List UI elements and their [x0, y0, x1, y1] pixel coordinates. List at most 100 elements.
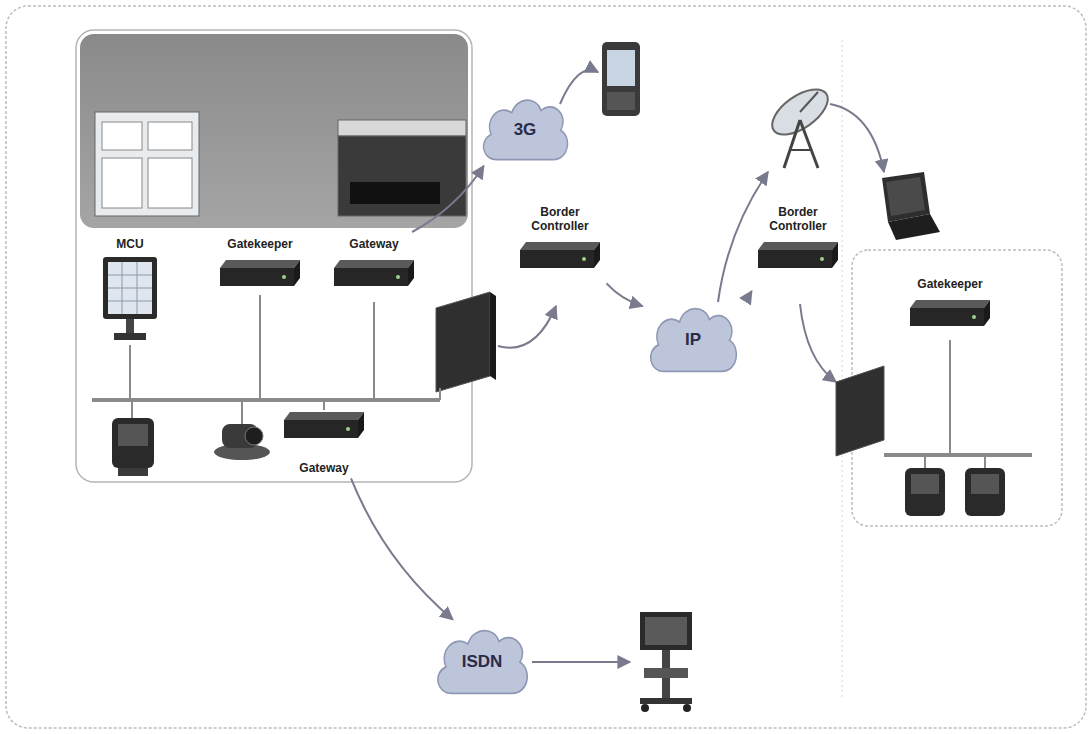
appliance-side	[358, 412, 364, 438]
appliance-led	[820, 257, 824, 261]
network-link	[607, 283, 643, 306]
appliance-led	[582, 257, 586, 261]
appliance-side	[408, 260, 414, 286]
local-site-panel-part	[80, 34, 468, 228]
connection-arrow-part	[498, 306, 556, 348]
network-cloud: IP	[645, 300, 741, 376]
connection-arrow-part	[800, 304, 836, 382]
appliance-top	[220, 260, 300, 268]
appliance-side	[984, 300, 990, 326]
satellite-dish-part	[800, 120, 818, 168]
local-site-panel-part	[373, 302, 375, 400]
mobile-phone-part	[602, 42, 640, 116]
network-appliance	[758, 238, 838, 270]
connection-arrow-part	[532, 661, 630, 663]
network-device: Gateway	[276, 406, 372, 476]
mcu-monitor	[103, 257, 157, 319]
local-site-panel-part	[92, 398, 440, 402]
connection-arrow-part	[718, 172, 768, 302]
appliance-side	[594, 242, 600, 268]
device-label: Border Controller	[520, 206, 600, 234]
network-device: Gateway	[326, 234, 422, 300]
mobile-phone	[602, 42, 640, 116]
network-appliance	[910, 296, 990, 328]
mcu-stand	[126, 319, 134, 333]
network-appliance	[334, 256, 414, 288]
mcu-monitor	[102, 256, 158, 342]
appliance-front	[910, 308, 984, 326]
mobile-phone-part	[607, 92, 635, 110]
outer-frame-part	[6, 6, 1086, 728]
local-site-panel-part	[241, 400, 243, 424]
isdn-endpoint-cart-part	[644, 668, 688, 678]
remote-site-panel	[836, 250, 1062, 526]
mcu-screen-grid	[108, 262, 152, 314]
connection-arrow-part	[560, 70, 598, 104]
device-label: Gatekeeper	[917, 278, 982, 292]
local-site-panel-part	[338, 136, 466, 216]
device-label: Border Controller	[758, 206, 838, 234]
device-label: MCU	[116, 238, 143, 252]
appliance-top	[334, 260, 414, 268]
local-site-panel-part	[338, 120, 466, 136]
network-link	[351, 478, 453, 619]
cloud-label: 3G	[514, 120, 537, 140]
remote-site-panel-part	[965, 468, 1005, 516]
isdn-endpoint-cart-part	[640, 698, 692, 704]
appliance-led	[396, 275, 400, 279]
remote-site-panel-part	[984, 455, 986, 468]
appliance-top	[520, 242, 600, 250]
label-block: Gateway	[326, 234, 422, 252]
laptop-part	[882, 172, 930, 222]
appliance-front	[220, 268, 294, 286]
network-appliance	[220, 256, 300, 288]
network-device: Border Controller	[754, 206, 842, 302]
laptop-part	[888, 214, 940, 240]
remote-site-panel-part	[949, 340, 951, 455]
divider-line	[842, 40, 843, 700]
device-label: Gateway	[299, 462, 348, 476]
label-block: Gatekeeper	[898, 274, 1002, 292]
network-device: Gatekeeper	[898, 274, 1002, 338]
label-block: Border Controller	[516, 206, 604, 234]
cloud-outline	[651, 309, 737, 372]
endpoint-tower	[112, 418, 154, 476]
network-appliance	[520, 238, 600, 270]
outer-frame	[6, 6, 1086, 728]
local-site-panel-part	[323, 400, 325, 410]
satellite-dish-part	[800, 92, 818, 112]
mcu-screen	[108, 262, 152, 314]
appliance-front	[520, 250, 594, 268]
satellite-dish	[765, 81, 836, 168]
cloud-outline	[484, 100, 568, 159]
firewall	[436, 292, 496, 400]
device-label: Gateway	[349, 238, 398, 252]
label-block: Gatekeeper	[208, 234, 312, 252]
label-block: Gateway	[276, 458, 372, 476]
local-site-panel-part	[102, 158, 142, 208]
local-site-panel-part	[350, 182, 440, 204]
satellite-dish-part	[784, 120, 800, 168]
appliance-side	[832, 242, 838, 268]
local-site-panel-part	[76, 30, 472, 482]
network-appliance	[284, 408, 364, 440]
local-site-panel-part	[129, 345, 131, 400]
appliance-top	[284, 412, 364, 420]
network-device: Gatekeeper	[208, 234, 312, 294]
isdn-endpoint-cart-part	[645, 617, 687, 645]
divider-line-part	[842, 40, 843, 700]
appliance-front	[284, 420, 358, 438]
label-block: MCU	[92, 234, 168, 252]
network-cloud: 3G	[478, 92, 572, 164]
endpoint-tower-part	[112, 418, 154, 468]
label-block: Border Controller	[754, 206, 842, 234]
appliance-front	[758, 250, 832, 268]
appliance-side	[294, 260, 300, 286]
firewall-part	[490, 292, 496, 380]
appliance-front	[334, 268, 408, 286]
network-link	[412, 166, 484, 232]
remote-site-panel-part	[924, 455, 926, 468]
remote-site-panel-part	[836, 366, 884, 456]
appliance-led	[972, 315, 976, 319]
